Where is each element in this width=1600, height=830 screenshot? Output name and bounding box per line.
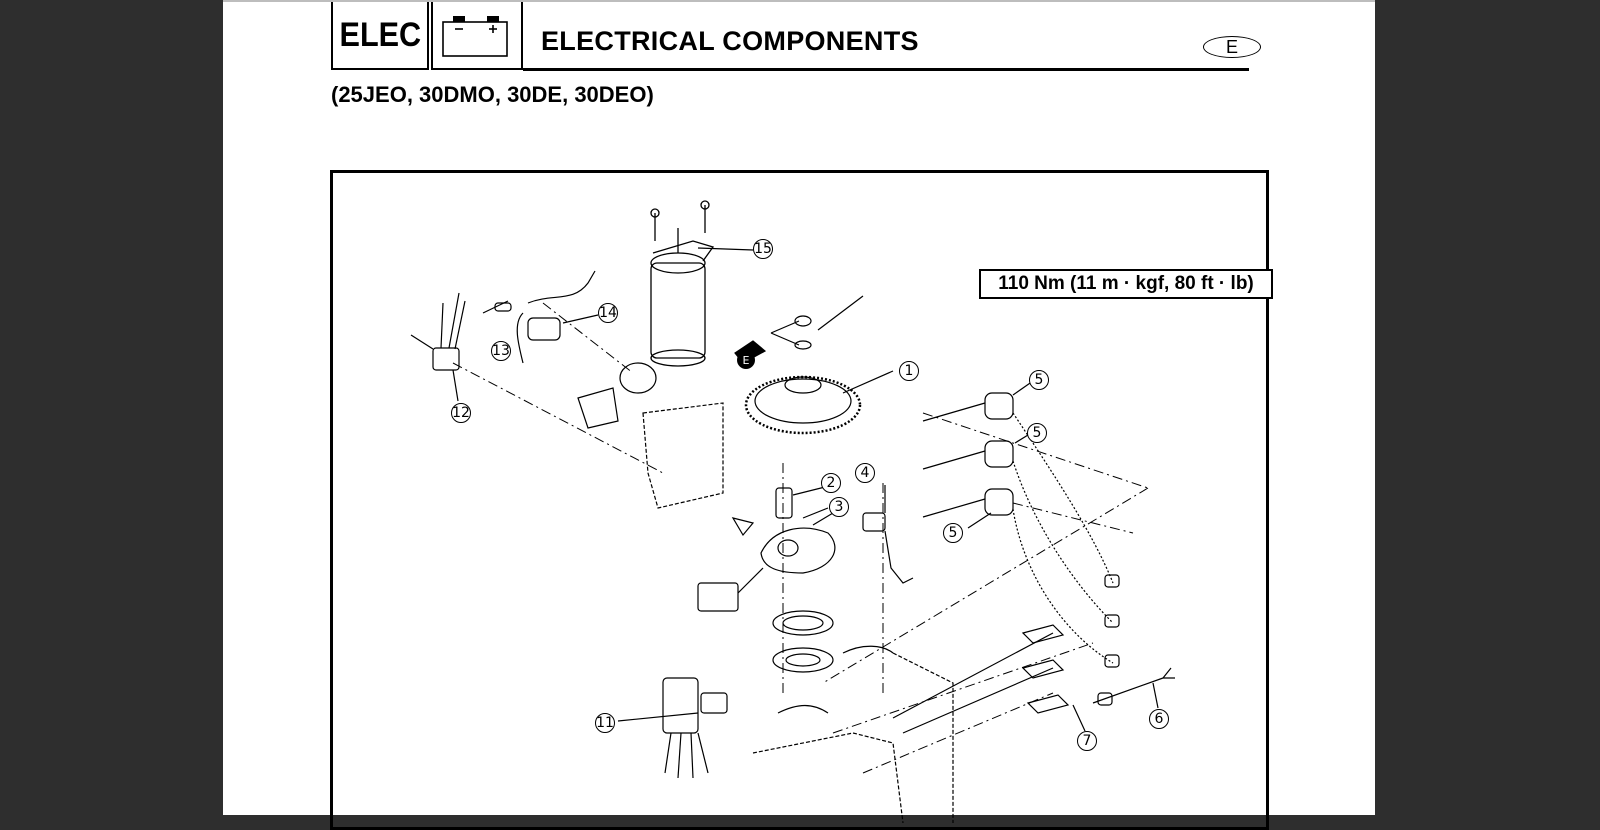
flywheel <box>744 315 862 435</box>
callout-7: 7 <box>1077 731 1097 751</box>
battery-icon <box>442 16 508 57</box>
callout-6: 6 <box>1149 709 1169 729</box>
callout-13: 13 <box>491 341 511 361</box>
callout-15: 15 <box>753 239 773 259</box>
ignition-coils <box>922 392 1120 668</box>
callout-1: 1 <box>899 361 919 381</box>
page-title: ELECTRICAL COMPONENTS <box>541 26 919 56</box>
callout-5b: 5 <box>1027 423 1047 443</box>
callout-11: 11 <box>595 713 615 733</box>
grease-mark-icon: E <box>737 351 755 369</box>
battery-icon-box <box>431 2 523 70</box>
title-rule <box>523 68 1249 71</box>
callout-14: 14 <box>598 303 618 323</box>
model-list: (25JEO, 30DMO, 30DE, 30DEO) <box>331 82 654 107</box>
callout-5a: 5 <box>1029 370 1049 390</box>
section-code: ELEC <box>339 15 421 54</box>
callout-5c: 5 <box>943 523 963 543</box>
callout-12: 12 <box>451 403 471 423</box>
starter-motor <box>650 200 715 367</box>
callout-3: 3 <box>829 497 849 517</box>
exploded-diagram: 110 Nm (11 m · kgf, 80 ft · lb) 1 2 3 4 … <box>330 170 1273 830</box>
document-page: ELEC ELECTRICAL COMPONENTS E (25JEO, 30D… <box>223 0 1375 830</box>
torque-spec: 110 Nm (11 m · kgf, 80 ft · lb) <box>979 269 1273 299</box>
callout-4: 4 <box>855 463 875 483</box>
callout-2: 2 <box>821 473 841 493</box>
language-badge: E <box>1203 36 1261 58</box>
section-code-box: ELEC <box>331 2 429 70</box>
